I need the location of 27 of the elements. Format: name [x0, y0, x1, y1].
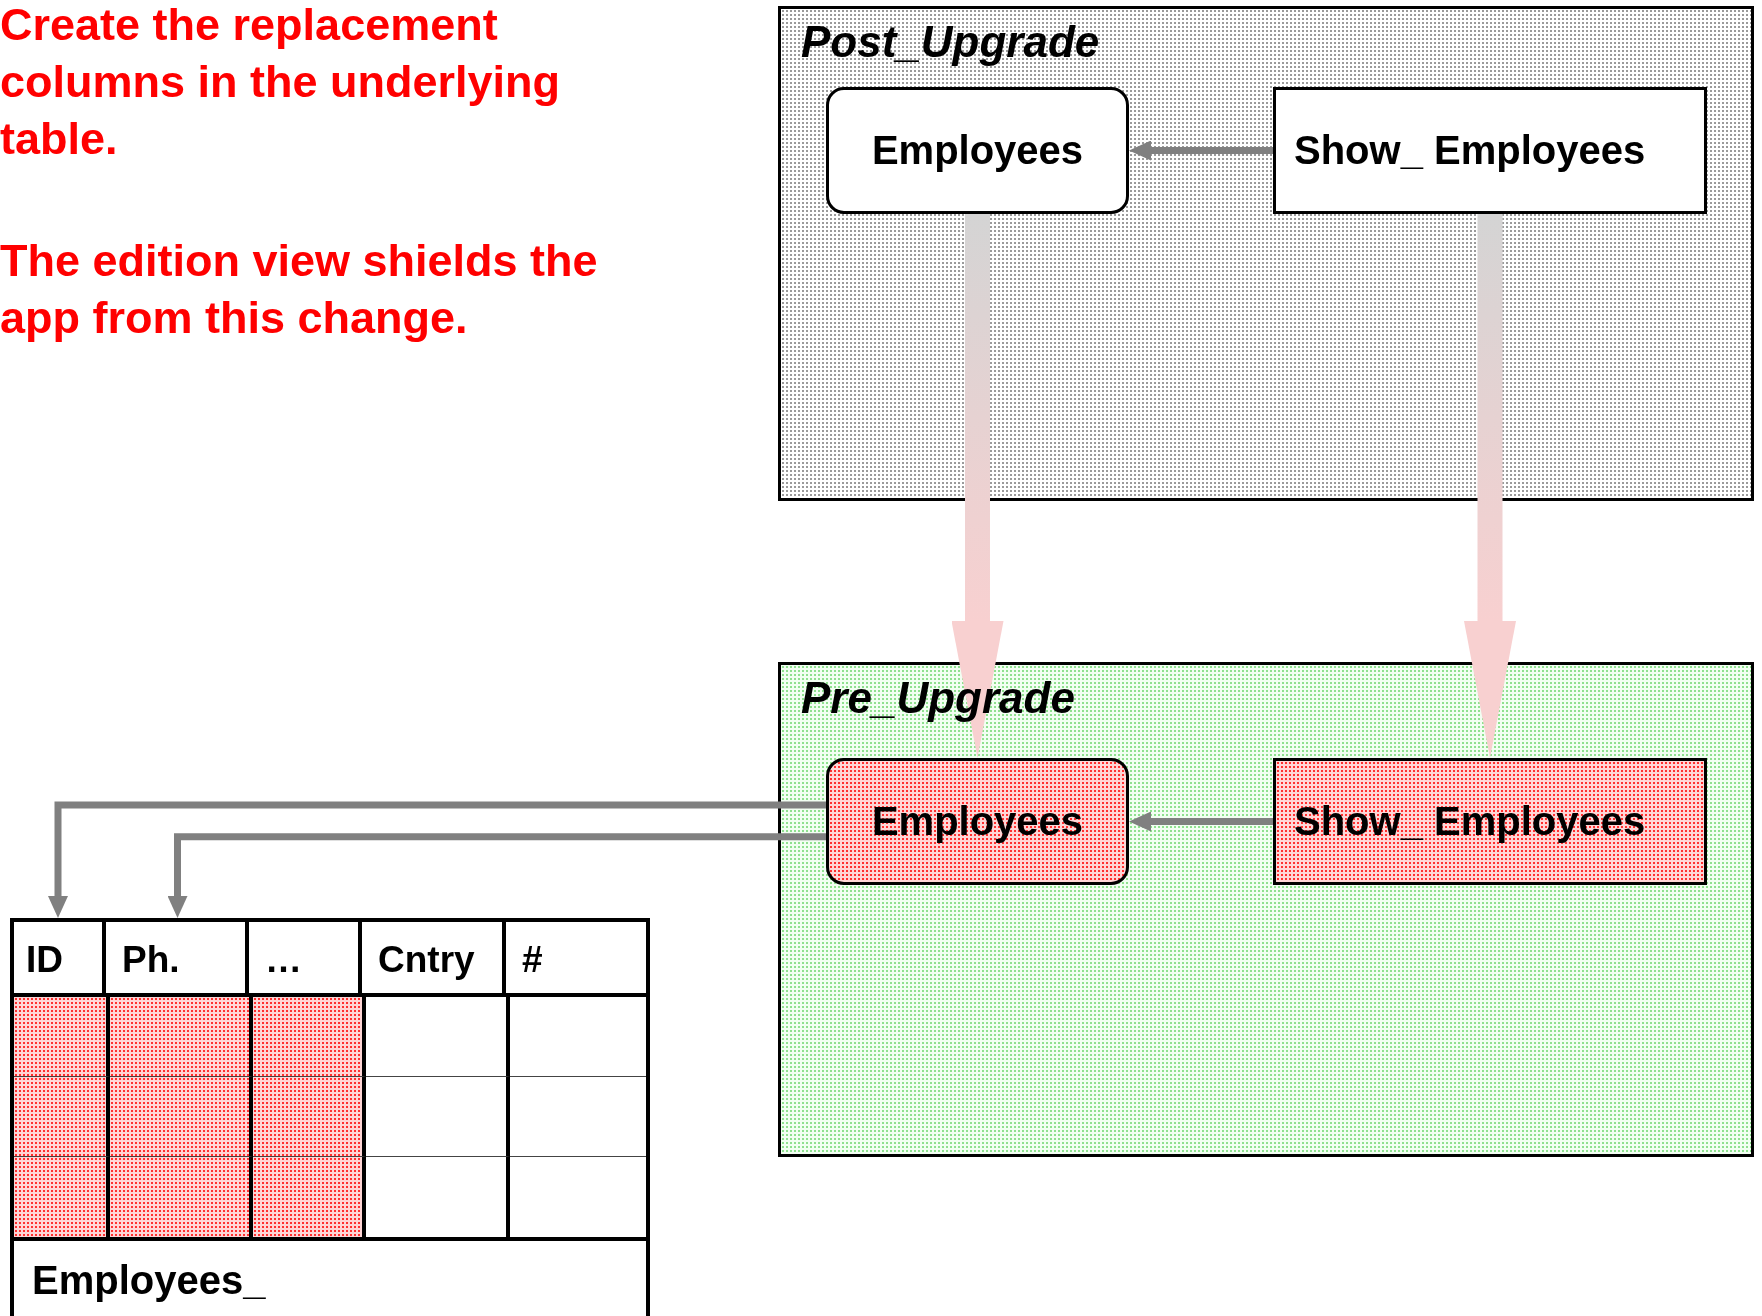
note-text: Create the replacement columns in the underlying table. [0, 0, 562, 166]
table-box [10, 918, 650, 1316]
group-title: Post_Upgrade [801, 17, 1100, 67]
arrow [1129, 811, 1273, 832]
note-text: The edition view shields the app from this change. [0, 234, 599, 345]
column-header: … [249, 918, 362, 997]
node-label: Employees [871, 128, 1084, 173]
process-box [1273, 758, 1707, 885]
arrow [1464, 214, 1516, 758]
arrow [1129, 140, 1273, 161]
arrow [167, 833, 826, 918]
node-label: Show_ Employees [1294, 128, 1646, 173]
arrow [951, 214, 1004, 758]
group-title: Pre_Upgrade [801, 673, 1075, 723]
column-header: Ph. [106, 918, 249, 997]
group-box [778, 6, 1754, 501]
table-title: Employees_ [32, 1258, 266, 1303]
node-label: Employees [871, 799, 1084, 844]
group-box [778, 662, 1754, 1157]
column-header: ID [10, 918, 106, 997]
arrow [48, 801, 826, 918]
process-box [826, 758, 1129, 885]
column-header: Cntry [362, 918, 506, 997]
node-label: Show_ Employees [1294, 799, 1646, 844]
process-box [826, 87, 1129, 214]
process-box [1273, 87, 1707, 214]
column-header: # [506, 918, 650, 997]
